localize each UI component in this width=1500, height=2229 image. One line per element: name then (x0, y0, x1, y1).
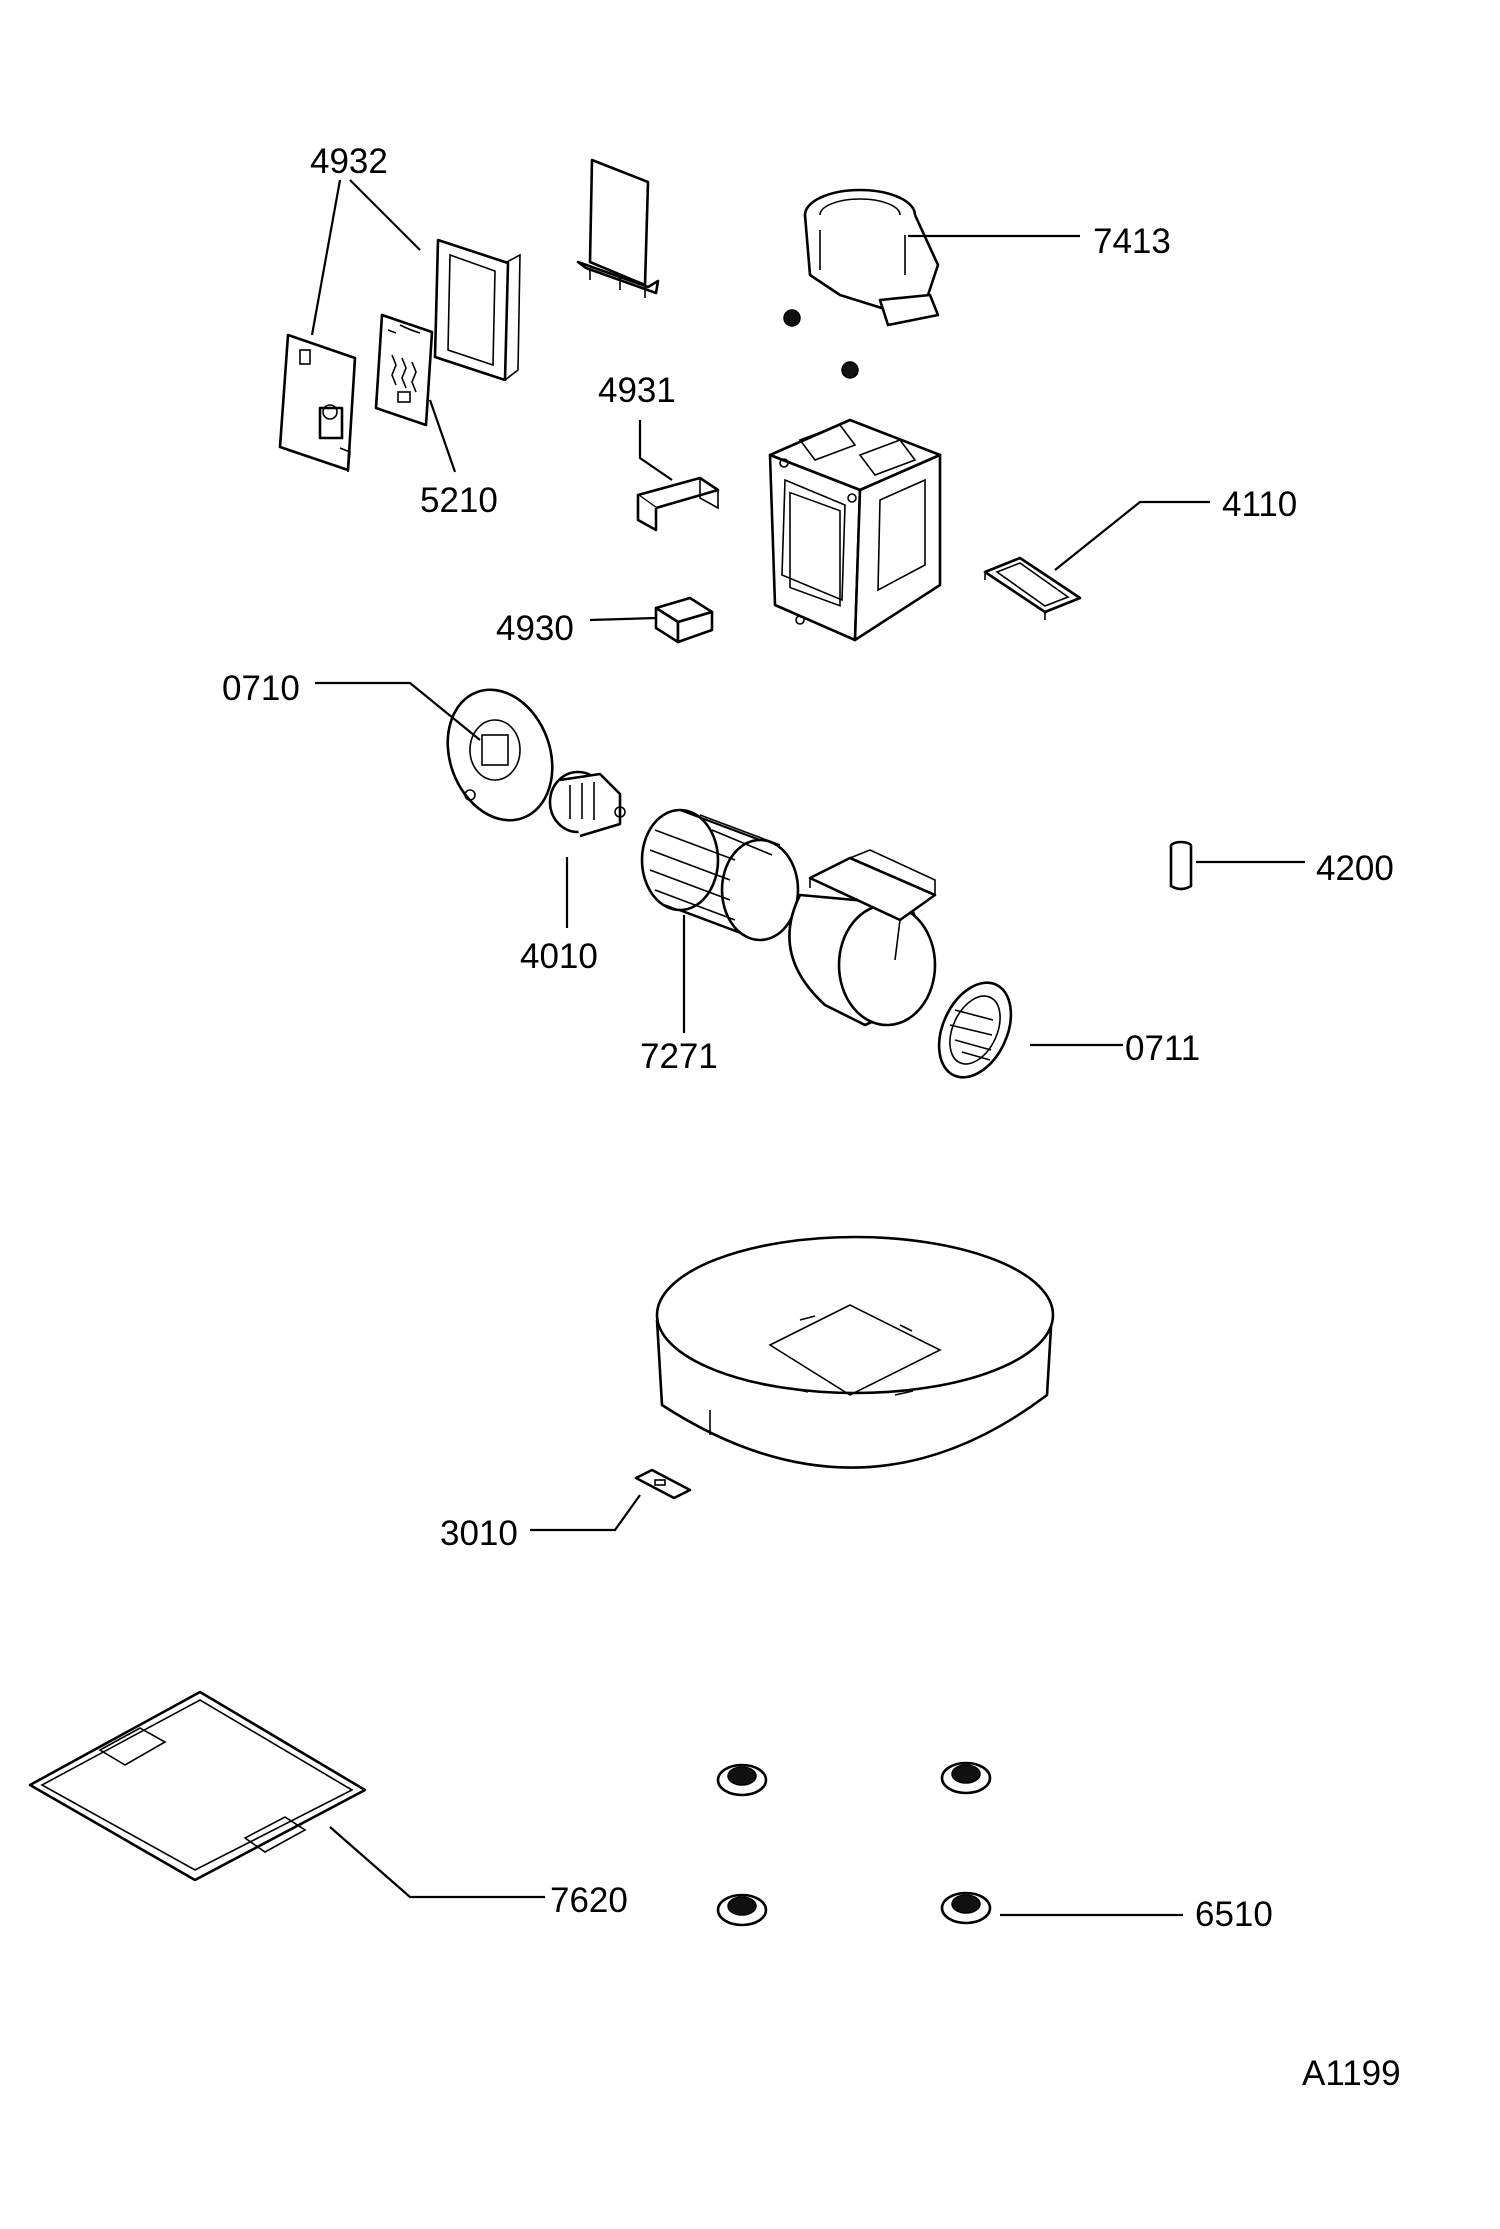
part-labels: 4932 7413 4931 5210 4110 4930 0710 4200 … (222, 142, 1401, 2093)
grille-0711 (937, 981, 1013, 1079)
label-7413: 7413 (1093, 222, 1171, 261)
housing-4110 (768, 418, 942, 642)
bracket-4931 (636, 476, 720, 532)
label-3010: 3010 (440, 1514, 518, 1553)
label-0711: 0711 (1125, 1029, 1200, 1068)
bracket-4931-top (576, 158, 660, 298)
label-4010: 4010 (520, 937, 598, 976)
motor-4010 (548, 770, 626, 838)
filter-cover-4110 (983, 556, 1082, 620)
air-outlet-7413 (783, 188, 940, 379)
leader-lines (310, 179, 1305, 1917)
label-4110: 4110 (1222, 485, 1297, 524)
fan-wheel-7271 (640, 808, 800, 942)
label-7271: 7271 (640, 1037, 718, 1076)
blower-housing (788, 849, 937, 1027)
label-0710: 0710 (222, 669, 300, 708)
box-4930 (654, 596, 714, 644)
motor-plate-0710 (446, 688, 554, 822)
switch-3010 (634, 1468, 692, 1500)
canopy-ring (655, 1235, 1055, 1469)
capacitor-4200 (1169, 840, 1193, 891)
label-5210: 5210 (420, 481, 498, 520)
grease-filter-7620 (28, 1690, 367, 1882)
label-4200: 4200 (1316, 849, 1394, 888)
wiring-label-5210 (374, 313, 434, 427)
label-4931: 4931 (598, 371, 676, 410)
spot-lamps-6510 (716, 1761, 992, 1927)
label-4930: 4930 (496, 609, 574, 648)
label-7620: 7620 (550, 1881, 628, 1920)
label-6510: 6510 (1195, 1895, 1273, 1934)
drawing-code: A1199 (1302, 2054, 1401, 2093)
label-4932: 4932 (310, 142, 388, 181)
control-board-4932 (278, 238, 521, 473)
